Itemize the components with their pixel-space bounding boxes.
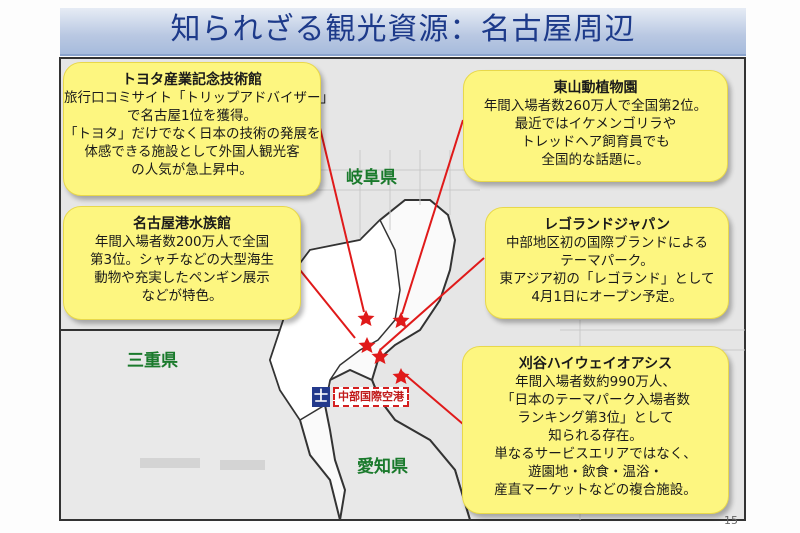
callout-aquarium-line: 動物や充実したペンギン展示	[94, 270, 270, 286]
airport-marker: 士 中部国際空港	[312, 386, 409, 408]
location-markers	[357, 310, 410, 384]
callout-toyota: トヨタ産業記念技術館 旅行口コミサイト「トリップアドバイザー」 で名古屋1位を獲…	[63, 62, 334, 196]
callout-aquarium-line: 年間入場者数200万人で全国	[94, 234, 270, 250]
callout-kariya-line: 「日本のテーマパーク入場者数	[501, 392, 690, 408]
callout-higashiyama-line: 全国的な話題に。	[541, 152, 650, 168]
title-bar	[60, 8, 746, 56]
marker-legoland	[371, 348, 389, 364]
callout-kariya-line: 知られる存在。	[548, 428, 643, 444]
callout-toyota-line: の人気が急上昇中。	[131, 162, 253, 178]
callout-kariya-line: 単なるサービスエリアではなく、	[494, 446, 697, 462]
page-title: 知られざる観光資源：名古屋周辺	[170, 12, 636, 47]
callout-higashiyama-line: 最近ではイケメンゴリラや	[514, 116, 677, 132]
callout-toyota-line: 旅行口コミサイト「トリップアドバイザー」	[64, 90, 334, 106]
leader-lines	[299, 119, 485, 431]
callout-aquarium: 名古屋港水族館 年間入場者数200万人で全国 第3位。シャチなどの大型海生 動物…	[63, 206, 301, 320]
callout-kariya: 刈谷ハイウェイオアシス 年間入場者数約990万人、 「日本のテーマパーク入場者数…	[462, 346, 729, 514]
prefecture-aichi: 愛知県	[357, 457, 408, 477]
prefecture-gifu: 岐阜県	[346, 168, 397, 188]
callout-aquarium-line: 第3位。シャチなどの大型海生	[89, 252, 275, 268]
callout-toyota-line: 体感できる施設として外国人観光客	[84, 144, 300, 160]
callout-legoland-line: 4月1日にオープン予定。	[531, 289, 683, 305]
callout-legoland-line: 中部地区初の国際ブランドによる	[505, 235, 709, 251]
callout-aquarium-name: 名古屋港水族館	[133, 216, 231, 232]
callout-legoland-line: テーマパーク。	[560, 253, 654, 269]
callout-kariya-line: ランキング第3位」として	[517, 410, 674, 426]
callout-kariya-line: 産直マーケットなどの複合施設。	[494, 482, 697, 498]
callout-higashiyama-line: トレッドヘア飼育員でも	[521, 134, 670, 150]
airport-label: 中部国際空港	[333, 387, 409, 407]
marker-kariya	[392, 368, 410, 384]
callout-higashiyama: 東山動植物園 年間入場者数260万人で全国第2位。 最近ではイケメンゴリラや ト…	[463, 70, 728, 182]
callout-aquarium-line: などが特色。	[141, 288, 223, 304]
marker-toyota	[357, 310, 375, 326]
callout-kariya-line: 遊園地・飲食・温浴・	[528, 464, 663, 480]
callout-higashiyama-name: 東山動植物園	[553, 80, 638, 96]
map-faint-blocks	[140, 458, 265, 470]
callout-kariya-name: 刈谷ハイウェイオアシス	[518, 356, 673, 372]
callout-toyota-line: で名古屋1位を獲得。	[126, 108, 258, 124]
callout-higashiyama-line: 年間入場者数260万人で全国第2位。	[483, 98, 708, 114]
callout-legoland-name: レゴランドジャパン	[544, 217, 670, 233]
callout-toyota-line: 「トヨタ」だけでなく日本の技術の発展を	[64, 126, 321, 142]
prefecture-mie: 三重県	[127, 351, 178, 371]
page-number: 15	[724, 514, 738, 527]
callout-legoland: レゴランドジャパン 中部地区初の国際ブランドによる テーマパーク。 東アジア初の…	[485, 207, 729, 319]
callout-kariya-line: 年間入場者数約990万人、	[515, 374, 676, 390]
callout-toyota-name: トヨタ産業記念技術館	[122, 72, 262, 88]
marker-higashiyama	[392, 312, 410, 328]
airport-icon: 士	[312, 387, 330, 407]
callout-legoland-line: 東アジア初の「レゴランド」として	[499, 271, 715, 287]
marker-aquarium	[358, 337, 376, 353]
